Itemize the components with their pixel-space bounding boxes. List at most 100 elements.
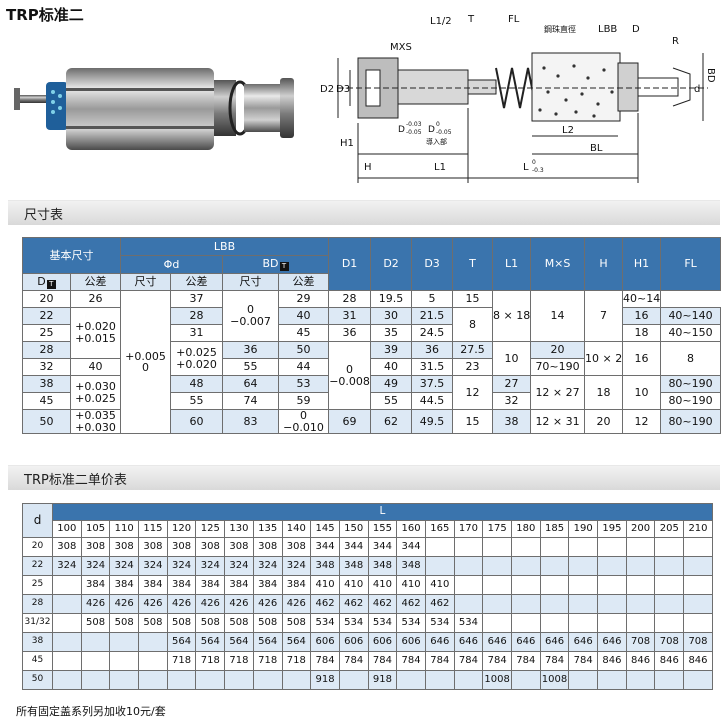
price-header-l: L <box>52 503 713 521</box>
price-cell: 718 <box>195 651 226 671</box>
cell-d3: 49.5 <box>411 408 454 435</box>
price-cell: 508 <box>138 613 168 633</box>
price-cell <box>597 537 627 557</box>
price-cell <box>482 613 512 633</box>
price-cell <box>539 594 570 614</box>
price-cell: 508 <box>195 613 226 633</box>
cell-d2: 49 <box>370 375 413 393</box>
price-cell: 646 <box>597 632 627 652</box>
price-cell <box>597 556 627 576</box>
cell-h1: 8 <box>660 341 722 376</box>
price-cell: 534 <box>367 613 398 633</box>
cell-fl: 40~140 <box>660 307 722 325</box>
cell-mxs: 12 × 31 <box>530 408 586 435</box>
header-tol: 公差 <box>70 273 121 291</box>
price-cell <box>52 632 82 652</box>
price-cell <box>424 670 455 690</box>
cell-bd-size: 40 <box>277 307 330 325</box>
price-cell: 384 <box>252 575 283 595</box>
cell-d3: 27.5 <box>452 341 494 359</box>
price-cell: 348 <box>367 556 398 576</box>
price-header-d: d <box>22 503 53 538</box>
price-cell <box>597 670 627 690</box>
cell-l1: 27 <box>492 375 532 393</box>
price-cell <box>252 670 283 690</box>
cell-bd-tol: 0 −0.008 <box>328 341 372 410</box>
t-box-icon: T <box>279 262 289 271</box>
price-cell: 508 <box>252 613 283 633</box>
price-cell: 784 <box>568 651 599 671</box>
price-cell <box>453 575 484 595</box>
price-cell <box>625 556 656 576</box>
cell-dt: 45 <box>22 392 71 410</box>
price-cell <box>511 670 541 690</box>
price-cell <box>109 670 140 690</box>
price-cell: 784 <box>511 651 541 671</box>
label-dt: D <box>632 24 640 35</box>
price-cell: 508 <box>109 613 140 633</box>
price-cell: 324 <box>138 556 168 576</box>
price-cell: 462 <box>424 594 455 614</box>
label-d1: D <box>428 125 435 135</box>
cell-l1: 32 <box>492 392 532 410</box>
price-cell <box>166 670 197 690</box>
price-cell: 384 <box>195 575 226 595</box>
cell-d2: 35 <box>370 324 413 342</box>
cell-dt: 38 <box>22 375 71 393</box>
cell-dt: 22 <box>22 307 71 325</box>
price-header-length: 160 <box>396 520 426 538</box>
price-cell: 564 <box>224 632 254 652</box>
cell-d3: 21.5 <box>411 307 454 325</box>
cell-bd-size: 37 <box>170 290 223 308</box>
price-cell: 784 <box>310 651 340 671</box>
cell-d3: 44.5 <box>411 392 454 410</box>
price-cell <box>482 537 512 557</box>
cell-h1: 10 <box>622 375 662 410</box>
header-basic-size: 基本尺寸 <box>22 237 121 274</box>
price-cell: 324 <box>166 556 197 576</box>
price-cell <box>654 556 685 576</box>
price-cell: 918 <box>310 670 340 690</box>
price-cell: 646 <box>453 632 484 652</box>
cell-dt: 32 <box>22 358 71 376</box>
price-cell <box>453 670 484 690</box>
cell-dt: 50 <box>22 408 71 435</box>
cell-phi-size: 36 <box>222 341 279 359</box>
price-cell-d: 31/32 <box>22 613 53 633</box>
page-title: TRP标准二 <box>6 6 84 24</box>
cell-phi-size: 40 <box>70 358 121 376</box>
label-fl: FL <box>508 14 520 25</box>
price-cell <box>683 556 713 576</box>
price-cell <box>654 537 685 557</box>
price-cell <box>683 670 713 690</box>
cell-fl: 70~190 <box>530 358 586 376</box>
cell-h: 20 <box>584 408 624 435</box>
cell-d-tol: +0.035 +0.030 <box>70 408 121 435</box>
price-cell <box>453 537 484 557</box>
cell-bd-size: 74 <box>222 392 279 410</box>
product-photo <box>14 68 294 150</box>
header-h1: H1 <box>622 237 662 291</box>
price-cell: 646 <box>424 632 455 652</box>
cell-fl: 80~190 <box>660 392 722 410</box>
price-cell: 348 <box>338 556 369 576</box>
price-header-length: 125 <box>195 520 226 538</box>
price-cell <box>683 537 713 557</box>
cell-d2: 55 <box>370 392 413 410</box>
price-cell: 508 <box>166 613 197 633</box>
header-h: H <box>584 237 624 291</box>
price-cell-d: 38 <box>22 632 53 652</box>
price-cell: 534 <box>453 613 484 633</box>
price-cell: 462 <box>310 594 340 614</box>
cell-fl: 80~190 <box>660 375 722 393</box>
price-cell: 426 <box>281 594 312 614</box>
price-cell: 508 <box>281 613 312 633</box>
price-cell-d: 22 <box>22 556 53 576</box>
price-cell <box>453 556 484 576</box>
